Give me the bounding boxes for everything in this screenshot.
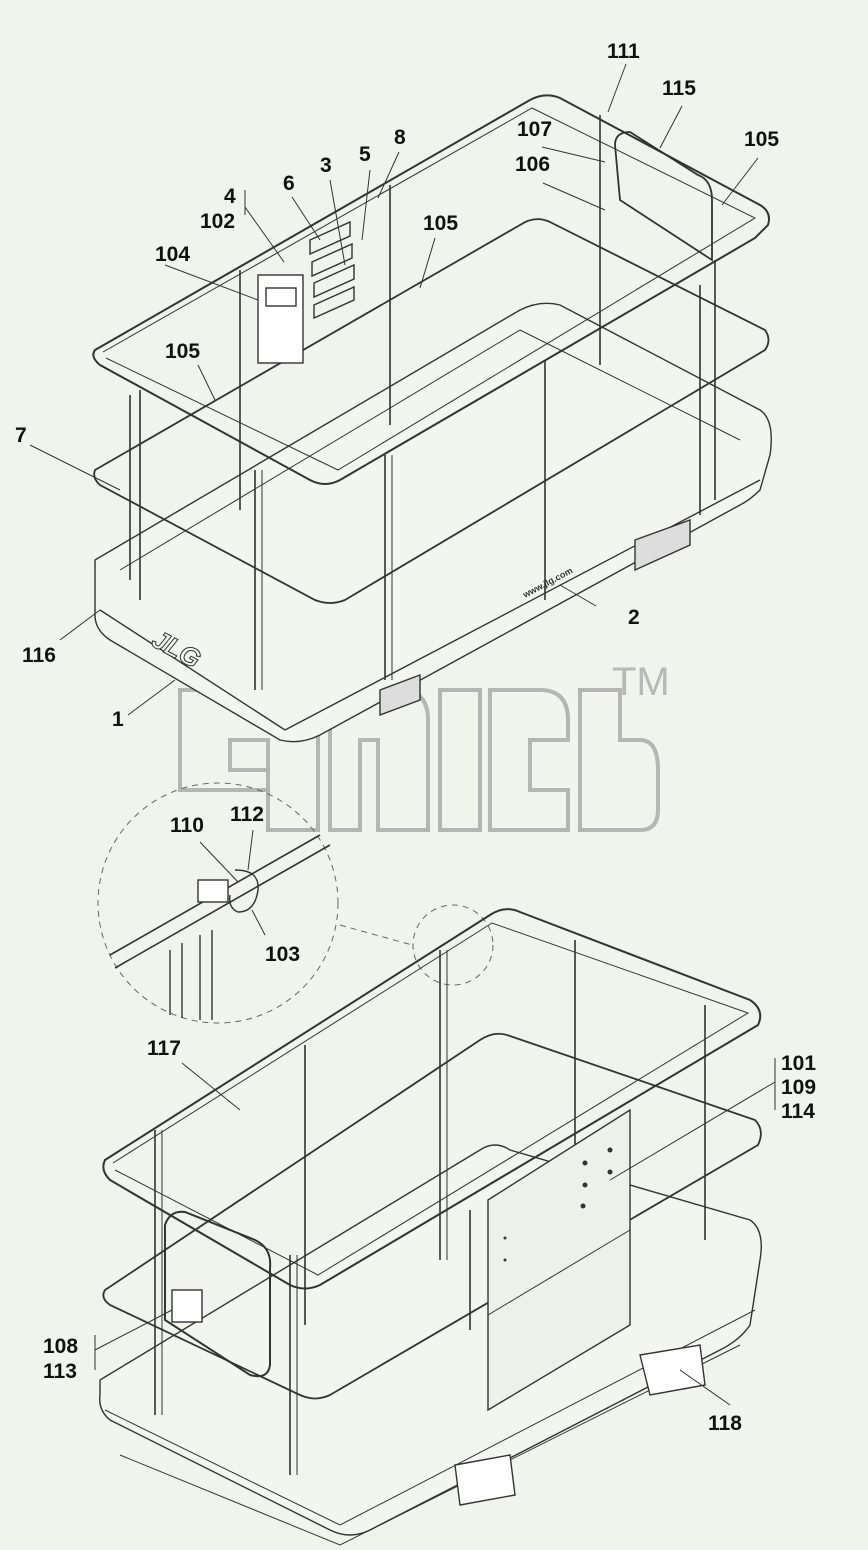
callout-105-top-right: 105 bbox=[744, 128, 779, 151]
callout-116: 116 bbox=[22, 644, 56, 667]
callout-1: 1 bbox=[112, 708, 124, 731]
callout-118: 118 bbox=[708, 1412, 742, 1435]
callout-4: 4 bbox=[224, 185, 236, 208]
callout-102: 102 bbox=[200, 210, 235, 233]
callout-108: 108 bbox=[43, 1335, 78, 1358]
callout-117: 117 bbox=[147, 1037, 181, 1060]
detail-view bbox=[97, 782, 494, 1024]
callout-107: 107 bbox=[517, 118, 552, 141]
callout-114: 114 bbox=[781, 1100, 815, 1123]
upper-basket bbox=[92, 94, 772, 743]
callout-110: 110 bbox=[170, 814, 204, 837]
lower-basket bbox=[99, 908, 762, 1546]
callout-103: 103 bbox=[265, 943, 300, 966]
callout-5: 5 bbox=[359, 143, 371, 166]
callout-101: 101 bbox=[781, 1052, 816, 1075]
callout-105-left: 105 bbox=[165, 340, 200, 363]
callout-109: 109 bbox=[781, 1076, 816, 1099]
leader-lines bbox=[29, 63, 776, 1406]
callout-112: 112 bbox=[230, 803, 264, 826]
callout-106: 106 bbox=[515, 153, 550, 176]
callout-111: 111 bbox=[607, 40, 640, 63]
callout-2: 2 bbox=[628, 606, 640, 629]
callout-7: 7 bbox=[15, 424, 27, 447]
callout-113: 113 bbox=[43, 1360, 77, 1383]
callout-labels: 111 115 107 105 8 5 106 3 6 4 102 105 10… bbox=[15, 40, 816, 1435]
callout-115: 115 bbox=[662, 77, 696, 100]
callout-104: 104 bbox=[155, 243, 190, 266]
watermark-trademark: TM bbox=[612, 660, 670, 704]
callout-105-top-middle: 105 bbox=[423, 212, 458, 235]
callout-6: 6 bbox=[283, 172, 295, 195]
callout-8: 8 bbox=[394, 126, 406, 149]
callout-3: 3 bbox=[320, 154, 332, 177]
